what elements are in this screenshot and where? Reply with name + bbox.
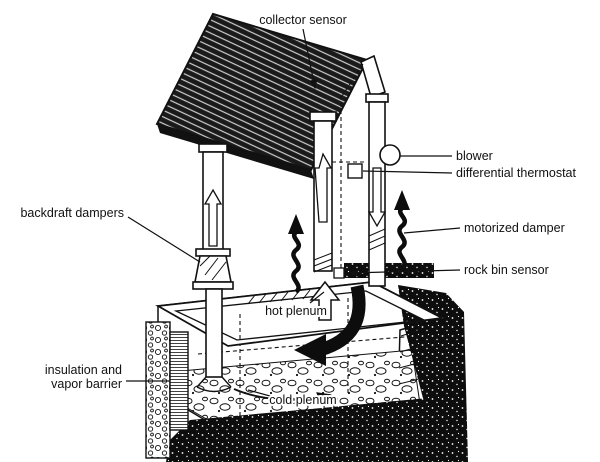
left-damper-collar-bottom [192, 281, 234, 290]
leader-motorized-damper [403, 227, 461, 234]
leader-collector-sensor [302, 28, 318, 90]
differential-thermostat-box [347, 163, 363, 179]
hot-air-down-arrowhead-icon [294, 334, 326, 366]
left-damper-hatch [199, 255, 227, 281]
label-collector-sensor: collector sensor [259, 13, 347, 27]
label-differential-thermostat: differential thermostat [456, 166, 576, 180]
leader-differential-thermostat [362, 170, 453, 174]
labels: collector sensor blower differential the… [20, 13, 576, 409]
solar-collector-panel [155, 12, 369, 179]
label-cold-plenum: cold plenum [269, 393, 336, 407]
label-rock-bin-sensor: rock bin sensor [464, 263, 549, 277]
right-duct [347, 54, 401, 287]
rim-band [158, 282, 442, 346]
label-blower: blower [456, 149, 493, 163]
leader-cold-plenum [247, 389, 282, 400]
heat-wave-arrow-left [288, 214, 304, 294]
rock-bin-rim [155, 281, 445, 347]
leader-hot-plenum [309, 291, 325, 304]
insulation-layer [169, 331, 189, 431]
blower-icon [379, 144, 401, 166]
left-duct-lower [205, 288, 223, 378]
up-airflow-arrow-left-icon [203, 188, 223, 247]
left-damper-collar-top [195, 248, 231, 257]
hot-air-down-arrow [317, 284, 366, 357]
hidden-brace-line [341, 63, 364, 97]
panel-face [155, 12, 369, 172]
bin-right-wall-hatch [398, 329, 424, 385]
cold-plenum-flow-arrow [233, 388, 332, 405]
plenum-dashed-line-horizontal [197, 335, 417, 355]
leader-backdraft-dampers [127, 216, 201, 263]
label-hot-plenum: hot plenum [265, 304, 327, 318]
leader-rock-bin-sensor [348, 268, 461, 277]
middle-duct-cap [309, 111, 337, 122]
up-airflow-arrow-middle-icon [314, 152, 333, 223]
hidden-structure-lines [332, 63, 366, 268]
leader-lines [126, 28, 461, 400]
right-duct-collar [365, 93, 389, 103]
ground-surface-bar [344, 263, 434, 278]
label-motorized-damper: motorized damper [464, 221, 565, 235]
right-duct-elbow [360, 54, 386, 99]
heat-wave-arrowhead-left-icon [288, 214, 304, 234]
left-duct-collar-top [198, 143, 228, 153]
heat-wave-arrow-right [394, 190, 410, 270]
foundation-wall [145, 321, 171, 459]
down-airflow-arrow-icon [367, 167, 387, 228]
label-backdraft-dampers: backdraft dampers [20, 206, 124, 220]
soil-bottom [166, 398, 436, 462]
rock-bin-sensor-box [333, 267, 345, 279]
panel-frame-edge [157, 124, 314, 179]
middle-duct-damper-hatch [313, 252, 333, 273]
motorized-damper-hatch [368, 228, 386, 251]
heat-wave-arrowhead-right-icon [394, 190, 410, 210]
label-insulation-line1: insulation and [45, 363, 122, 377]
hot-plenum-up-arrow-icon [309, 280, 341, 321]
left-duct-mouth [196, 376, 232, 393]
rim-outer-outline [155, 281, 445, 347]
label-insulation-line2: vapor barrier [51, 377, 122, 391]
soil [166, 263, 468, 462]
